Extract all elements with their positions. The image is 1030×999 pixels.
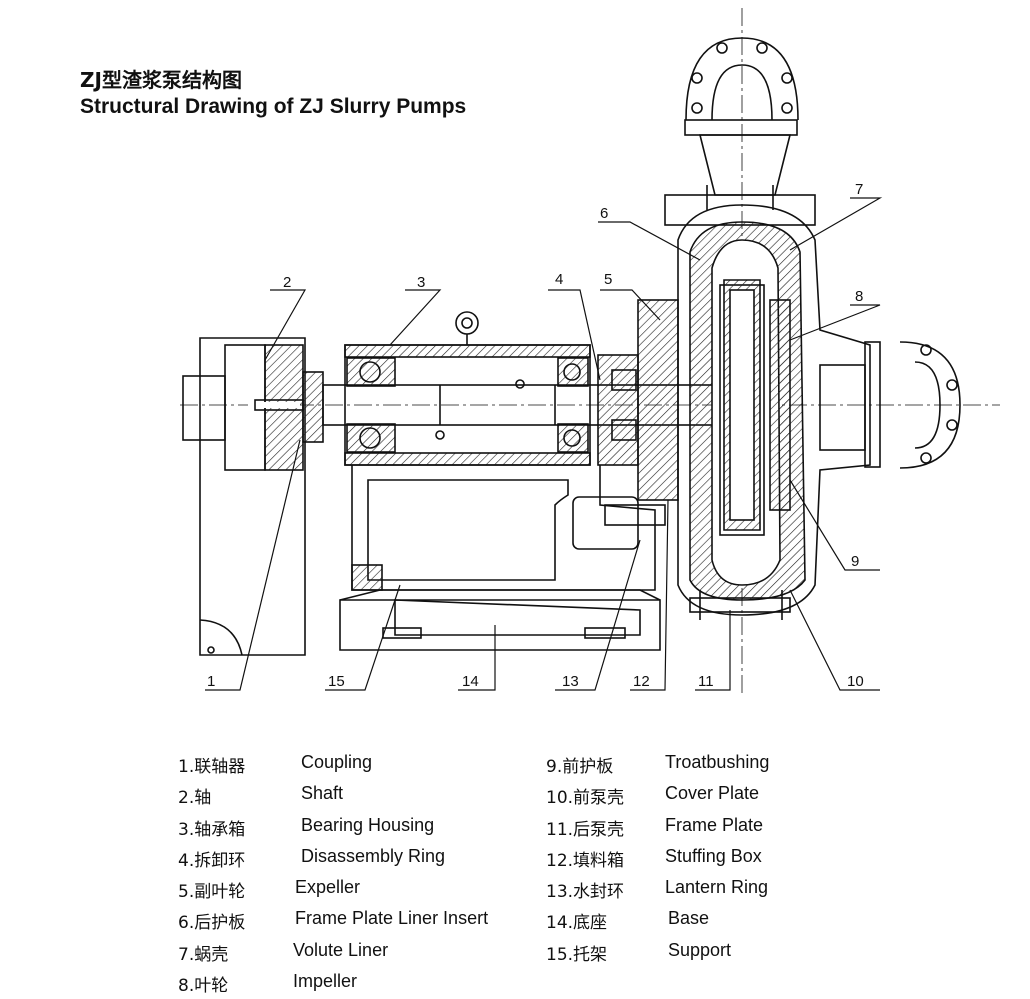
leader-13 (555, 539, 641, 691)
callout-3: 3 (417, 274, 425, 291)
callout-2: 2 (283, 274, 291, 291)
callout-5: 5 (604, 271, 612, 288)
coupling (182, 375, 226, 441)
leader-10 (789, 589, 880, 691)
callout-15: 15 (328, 673, 345, 690)
callout-13: 13 (562, 673, 579, 690)
leader-4 (548, 289, 601, 381)
callout-7: 7 (855, 181, 863, 198)
callout-8: 8 (855, 288, 863, 305)
callout-14: 14 (462, 673, 479, 690)
leader-2 (264, 289, 307, 361)
leader-1 (205, 439, 301, 691)
support-frame (351, 465, 656, 591)
leader-9 (789, 479, 880, 571)
callout-4: 4 (555, 271, 563, 288)
leader-3 (389, 289, 442, 346)
leader-15 (325, 584, 401, 691)
discharge-pipe (698, 134, 792, 196)
leader-7 (789, 197, 883, 251)
callout-10: 10 (847, 673, 864, 690)
coupling-guard (199, 337, 306, 656)
leader-12 (630, 499, 669, 691)
leader-6 (598, 221, 701, 261)
leader-14 (458, 625, 496, 691)
callout-9: 9 (851, 553, 859, 570)
leader-8 (789, 304, 881, 341)
leader-5 (600, 289, 661, 321)
stuffing-box (597, 354, 639, 466)
callout-11: 11 (698, 673, 714, 690)
suction-pipe (819, 364, 866, 451)
pump-casing (677, 204, 871, 616)
title-chinese: ZJ型渣浆泵结构图 (80, 68, 242, 92)
throat-bushing (769, 299, 791, 511)
callout-12: 12 (633, 673, 650, 690)
leader-11 (695, 610, 731, 691)
base (339, 599, 661, 651)
callout-1: 1 (207, 673, 215, 690)
callout-6: 6 (600, 205, 608, 222)
title-english: Structural Drawing of ZJ Slurry Pumps (80, 95, 467, 118)
